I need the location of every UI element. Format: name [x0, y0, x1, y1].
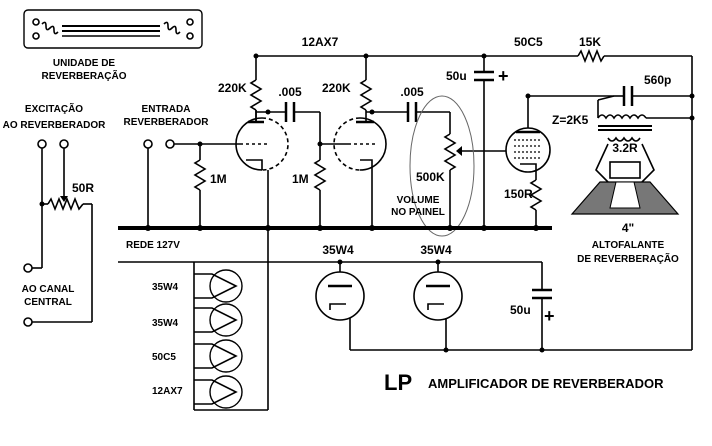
- reverb-unit-label-1: UNIDADE DE: [53, 58, 116, 69]
- rect-2-label: 35W4: [420, 243, 452, 257]
- c-50u-top-plus: +: [498, 66, 509, 86]
- input-terminal-2: [165, 139, 175, 149]
- c-50u-top-label: 50u: [446, 69, 467, 83]
- output-impedance-label: Z=2K5: [552, 113, 589, 127]
- tube-12ax7-label: 12AX7: [302, 35, 339, 49]
- heater-35w4-b: [194, 303, 243, 337]
- tube-50c5-label: 50C5: [514, 35, 543, 49]
- pot-50r-label: 50R: [72, 181, 94, 195]
- speaker-size-label: 4": [622, 221, 634, 235]
- input-label-1: ENTRADA: [142, 104, 191, 115]
- canal-label-2: CENTRAL: [24, 297, 72, 308]
- speaker-icon: [570, 143, 680, 215]
- input-label-2: REVERBERADOR: [123, 117, 209, 128]
- rect-1-label: 35W4: [322, 243, 354, 257]
- c-005-1-label: .005: [278, 85, 302, 99]
- reverb-unit-label-2: REVERBERAÇÃO: [41, 69, 126, 82]
- speaker-label-1: ALTOFALANTE: [592, 240, 665, 251]
- volume-label-2: NO PAINEL: [391, 207, 445, 218]
- heater-35w4-a: [194, 269, 243, 303]
- tube-12ax7-a: [235, 110, 289, 171]
- heater-label-3: 50C5: [152, 352, 176, 363]
- r-220k-1-label: 220K: [218, 81, 247, 95]
- c-005-2-label: .005: [400, 85, 424, 99]
- r-150r-label: 150R: [504, 187, 533, 201]
- heater-50c5: [194, 339, 243, 373]
- input-terminal-1: [143, 139, 153, 149]
- excitation-label-1: EXCITAÇÃO: [25, 102, 83, 115]
- heater-label-4: 12AX7: [152, 386, 183, 397]
- heater-12ax7: [194, 375, 243, 409]
- rectifier-35w4-b: [413, 271, 463, 321]
- c-50u-bottom-plus: +: [544, 306, 555, 326]
- excitation-terminal-1: [37, 139, 47, 149]
- tube-12ax7-b: [333, 117, 387, 171]
- c-50u-bottom-label: 50u: [510, 303, 531, 317]
- rectifier-35w4-a: [315, 271, 365, 321]
- page-title: AMPLIFICADOR DE REVERBERADOR: [428, 376, 664, 391]
- r-1m-2-label: 1M: [292, 172, 309, 186]
- pot-500k-label: 500K: [416, 170, 445, 184]
- tube-50c5: [505, 127, 551, 173]
- heater-label-2: 35W4: [152, 318, 179, 329]
- canal-terminal-2: [23, 317, 33, 327]
- mains-label: REDE 127V: [126, 240, 180, 251]
- title-prefix: LP: [384, 370, 412, 395]
- canal-label-1: AO CANAL: [22, 284, 75, 295]
- r-1m-1-label: 1M: [210, 172, 227, 186]
- heater-label-1: 35W4: [152, 282, 179, 293]
- speaker-impedance-label: 3.2R: [612, 141, 638, 155]
- reverb-unit: [23, 9, 203, 49]
- volume-label-1: VOLUME: [397, 195, 440, 206]
- speaker-label-2: DE REVERBERAÇÃO: [577, 252, 679, 265]
- r-15k-label: 15K: [579, 35, 601, 49]
- canal-terminal-1: [23, 263, 33, 273]
- c-560p-label: 560p: [644, 73, 671, 87]
- heater-chain: [194, 269, 243, 409]
- excitation-terminal-2: [59, 139, 69, 149]
- r-220k-2-label: 220K: [322, 81, 351, 95]
- excitation-label-2: AO REVERBERADOR: [3, 120, 107, 131]
